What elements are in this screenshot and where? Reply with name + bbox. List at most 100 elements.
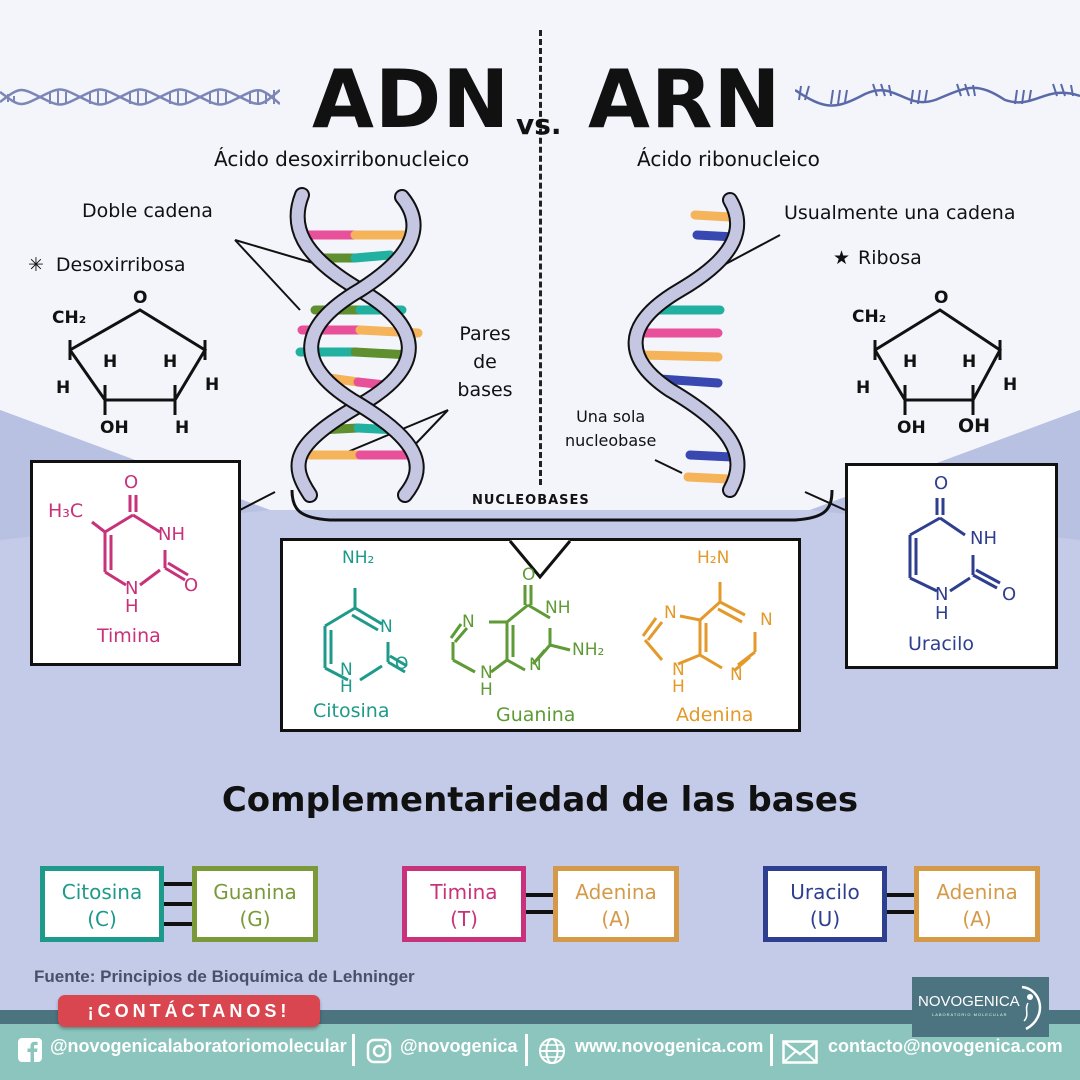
ribose-h1: H	[903, 352, 918, 372]
globe-icon[interactable]	[538, 1037, 566, 1065]
uracil-nh: NH	[970, 528, 997, 549]
deoxyribose-ch2: CH₂	[52, 308, 87, 328]
adenine-structure	[641, 582, 757, 672]
cytosine-n-bottom: N	[340, 660, 353, 680]
title-dna: ADN	[312, 53, 511, 146]
dna-strand-1	[291, 189, 415, 501]
adenine-n1: N	[664, 603, 677, 623]
dna-strip-left-icon	[0, 88, 280, 106]
complementarity-heading: Complementariedad de las bases	[221, 780, 859, 820]
ribose-h3: H	[856, 378, 871, 398]
pair-adenine-box-1: Adenina (A)	[553, 866, 679, 942]
rna-strand	[629, 194, 744, 496]
hydrogen-bond	[526, 893, 556, 897]
cytosine-label: Citosina	[313, 700, 390, 722]
pointer-single-nucleobase	[654, 459, 683, 474]
pointer-single-chain	[719, 234, 781, 268]
pair-adenine-name-2: Adenina	[936, 880, 1018, 904]
ribose-name: Ribosa	[858, 247, 922, 269]
deoxyribose-o: O	[133, 288, 148, 308]
ribose-structure	[873, 308, 1002, 415]
thymine-h: H	[125, 596, 139, 617]
deoxyribose-h4: H	[205, 375, 220, 395]
email-icon[interactable]	[782, 1040, 818, 1064]
title-vs: vs.	[516, 108, 562, 141]
hydrogen-bond	[526, 910, 556, 914]
contact-us-button[interactable]: ¡CONTÁCTANOS!	[58, 995, 320, 1027]
base-pairs-line3: bases	[457, 379, 513, 401]
uracil-o-right: O	[1002, 584, 1017, 605]
hydrogen-bond	[887, 910, 917, 914]
thymine-o-right: O	[184, 575, 199, 596]
instagram-handle[interactable]: @novogenica	[400, 1036, 518, 1056]
uracil-n: N	[935, 584, 949, 605]
cytosine-o: O	[395, 654, 409, 674]
ribose-o: O	[934, 288, 949, 308]
guanine-label: Guanina	[496, 704, 576, 726]
callout-pointer	[508, 540, 572, 580]
cytosine-n: N	[380, 617, 393, 637]
cytosine-h: H	[340, 677, 353, 697]
pair-guanine-box: Guanina (G)	[192, 866, 318, 942]
adenine-n4: N	[672, 660, 685, 680]
thymine-n: N	[125, 578, 139, 599]
pair-adenine-name-1: Adenina	[575, 880, 657, 904]
dna-double-helix-diagram	[234, 187, 449, 503]
hydrogen-bond	[164, 902, 194, 906]
facebook-icon[interactable]	[18, 1038, 42, 1062]
rna-nucleobases	[633, 210, 740, 484]
deoxyribose-structure	[68, 308, 208, 415]
uracil-structure	[908, 498, 1001, 593]
facebook-handle[interactable]: @novogenicalaboratoriomolecular	[50, 1036, 347, 1056]
asterisk-icon: ✳	[28, 254, 44, 276]
rna-base-5	[637, 350, 723, 362]
base-pair-2-right	[350, 250, 395, 263]
label-single-nucleobase: Una sola nucleobase	[565, 405, 656, 453]
ribose-oh-right: OH	[958, 415, 991, 437]
thymine-structure	[91, 495, 189, 587]
deoxyribose-h-bottom: H	[175, 418, 190, 438]
adenine-h: H	[672, 677, 685, 697]
deoxyribose-name: Desoxirribosa	[55, 254, 186, 276]
guanine-nh: NH	[545, 598, 571, 618]
rna-base-6	[655, 374, 723, 388]
cytosine-nh2: NH₂	[342, 548, 375, 568]
title-rna: ARN	[588, 53, 782, 146]
pointer-double-chain-2	[234, 239, 301, 311]
label-deoxyribose: ✳ Desoxirribosa	[28, 254, 186, 276]
guanine-n2: N	[529, 655, 542, 675]
nucleobases-heading: NUCLEOBASES	[472, 493, 590, 508]
footer-separator	[770, 1034, 773, 1066]
thymine-label: Timina	[97, 625, 161, 647]
instagram-icon[interactable]	[366, 1038, 392, 1064]
base-pairs-line2: de	[473, 351, 497, 373]
hydrogen-bond	[164, 882, 194, 886]
rna-base-7	[685, 450, 737, 462]
email-address[interactable]: contacto@novogenica.com	[828, 1036, 1063, 1056]
cytosine-structure	[323, 588, 408, 682]
source-citation: Fuente: Principios de Bioquímica de Lehn…	[34, 967, 415, 986]
pair-cytosine-box: Citosina (C)	[40, 866, 164, 942]
label-single-chain: Usualmente una cadena	[784, 202, 1016, 224]
adenine-label: Adenina	[676, 704, 754, 726]
star-icon: ★	[833, 247, 851, 269]
label-ribose: ★ Ribosa	[833, 247, 922, 269]
label-double-chain: Doble cadena	[82, 200, 213, 222]
subtitle-rna: Ácido ribonucleico	[637, 147, 820, 171]
uracil-box	[845, 463, 1058, 669]
rna-base-8	[683, 472, 733, 484]
label-base-pairs: Pares de bases	[455, 320, 515, 404]
website-link[interactable]: www.novogenica.com	[575, 1036, 764, 1056]
guanine-structure	[449, 585, 571, 674]
rna-strip-right-icon	[795, 83, 1080, 107]
thymine-nh: NH	[158, 524, 185, 545]
uracil-o-top: O	[934, 473, 949, 494]
pointer-double-chain	[234, 239, 321, 266]
footer-separator	[352, 1034, 355, 1066]
deoxyribose-h2: H	[163, 352, 178, 372]
pair-uracil-box: Uracilo (U)	[763, 866, 887, 942]
footer-separator	[525, 1034, 528, 1066]
single-nucleobase-line2: nucleobase	[565, 431, 657, 450]
logo-brand: NOVOGENICA	[918, 993, 1020, 1010]
pair-uracil-name: Uracilo	[790, 880, 860, 904]
